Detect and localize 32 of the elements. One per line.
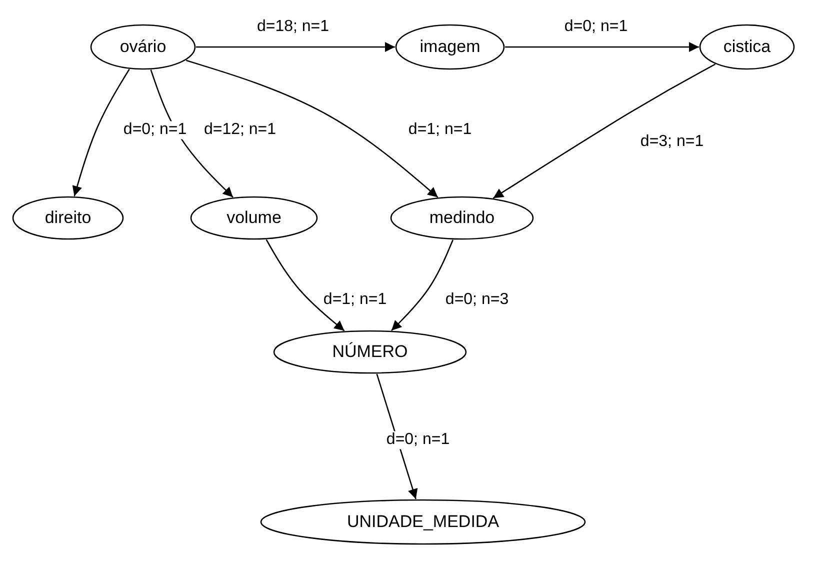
edge-label: d=0; n=1: [384, 431, 452, 449]
arrow: [186, 60, 438, 198]
ellipse-node: [699, 24, 795, 70]
node-label: NÚMERO: [332, 342, 408, 362]
ellipse-node: [273, 330, 467, 374]
node-label: medindo: [429, 208, 495, 228]
arrow: [266, 239, 345, 332]
edge-label: d=3; n=1: [638, 133, 706, 151]
ellipse-node: [90, 24, 196, 70]
arrow: [196, 42, 395, 52]
ellipse-node: [395, 24, 505, 70]
ellipse-node: [12, 196, 124, 240]
node-label: UNIDADE_MEDIDA: [346, 512, 500, 532]
edge-label: d=0; n=1: [562, 18, 630, 36]
node-label: ovário: [120, 37, 166, 57]
arrow: [492, 64, 716, 199]
edge-label: d=0; n=3: [443, 291, 511, 309]
node-label: cistica: [723, 37, 771, 57]
edge-label: d=12; n=1: [202, 121, 278, 139]
edge-label: d=1; n=1: [321, 291, 389, 309]
ellipse-node: [390, 196, 534, 240]
arrow: [391, 240, 454, 331]
ellipse-node: [190, 196, 318, 240]
edge-label: d=1; n=1: [406, 121, 474, 139]
edge-label: d=18; n=1: [254, 18, 332, 36]
node-label: direito: [44, 208, 92, 228]
arrow: [72, 68, 130, 196]
ellipse-node: [260, 499, 586, 545]
edge-label: d=0; n=1: [121, 121, 189, 139]
node-label: imagem: [420, 37, 480, 57]
arrow: [505, 42, 699, 52]
node-label: volume: [226, 208, 282, 228]
